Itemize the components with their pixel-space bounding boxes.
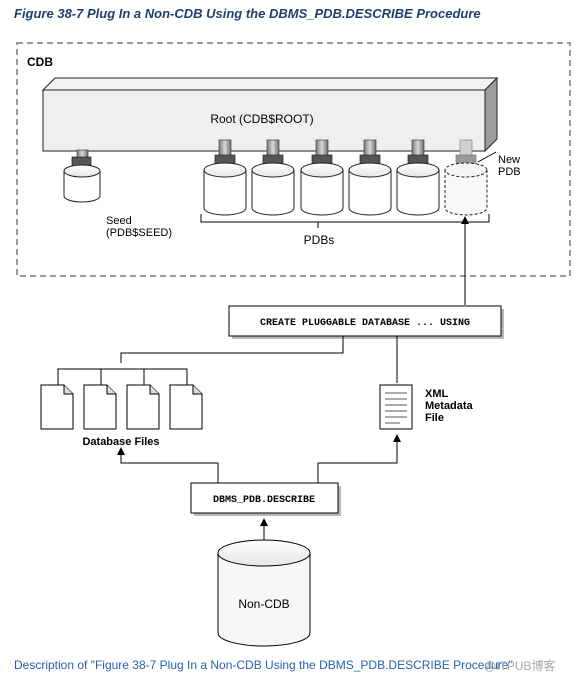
describe-command: DBMS_PDB.DESCRIBE: [213, 495, 315, 506]
figure-description-link[interactable]: Description of "Figure 38-7 Plug In a No…: [14, 658, 513, 672]
cdb-label: CDB: [27, 55, 53, 69]
new-pdb-label-line2: PDB: [498, 166, 521, 178]
new-pdb-label-line1: New: [498, 154, 520, 166]
database-file-1: [40, 384, 74, 430]
create-pluggable-box: [228, 305, 502, 337]
pdb-4: [348, 139, 392, 216]
xml-metadata-file-icon: [379, 384, 413, 430]
cdb-boundary: [16, 42, 571, 277]
database-files-bracket: [57, 368, 188, 385]
watermark: @ITPUB博客: [484, 659, 556, 673]
new-pdb-label: New PDB: [498, 154, 523, 178]
pdb-1: [203, 139, 247, 216]
describe-to-xml-arrow: [317, 434, 401, 483]
database-file-4: [169, 384, 203, 430]
pdbs-bracket: [200, 214, 490, 223]
pdbs-label: PDBs: [304, 233, 335, 247]
seed-label-line1: Seed: [106, 215, 132, 227]
figure-title: Figure 38-7 Plug In a Non-CDB Using the …: [14, 6, 481, 21]
seed-label: Seed (PDB$SEED): [106, 215, 172, 239]
describe-box: [190, 482, 339, 514]
xml-label-line3: File: [425, 412, 444, 424]
new-pdb: [444, 139, 488, 216]
seed-label-line2: (PDB$SEED): [106, 227, 172, 239]
database-files-label: Database Files: [82, 436, 159, 448]
root-container: [41, 76, 499, 153]
non-cdb-database: [217, 539, 311, 647]
create-to-files-line: [120, 336, 344, 363]
root-label: Root (CDB$ROOT): [210, 112, 313, 126]
database-file-2: [83, 384, 117, 430]
non-cdb-label: Non-CDB: [238, 597, 289, 611]
pdb-5: [396, 139, 440, 216]
create-pluggable-command: CREATE PLUGGABLE DATABASE ... USING: [260, 318, 470, 329]
seed-container: [63, 149, 101, 203]
pdb-2: [251, 139, 295, 216]
pdb-3: [300, 139, 344, 216]
describe-to-files-arrow: [117, 447, 219, 483]
database-file-3: [126, 384, 160, 430]
xml-metadata-label: XML Metadata File: [425, 388, 476, 424]
xml-label-line2: Metadata: [425, 400, 474, 412]
new-pdb-pointer: [477, 151, 497, 163]
xml-label-line1: XML: [425, 388, 449, 400]
